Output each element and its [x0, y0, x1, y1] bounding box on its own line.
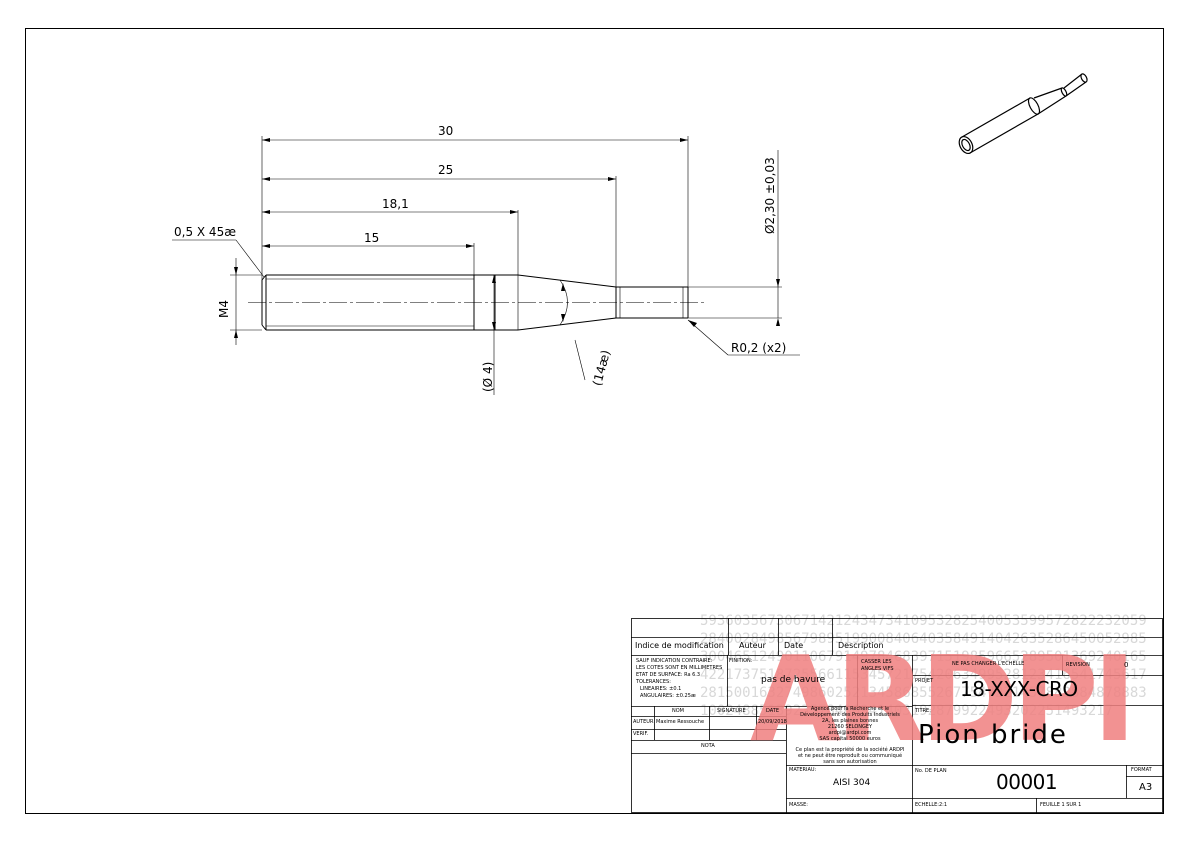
- company-line: SAS capital 50000 euros: [819, 736, 881, 742]
- no-plan-value: 00001: [996, 770, 1058, 794]
- isometric-view: [958, 73, 1088, 155]
- company-line: 2A, les plaines bonnes: [821, 718, 879, 724]
- titre-label: TITRE:: [915, 708, 931, 714]
- company-logo: ARDPI: [750, 630, 1137, 768]
- verif-label: VERIF.: [633, 731, 649, 737]
- table-head-date: DATE: [766, 708, 780, 714]
- rev-auteur-header: Auteur: [739, 641, 766, 650]
- dim-radius: R0,2 (x2): [731, 341, 787, 355]
- casser-angles: CASSER LES ANGLES VIFS: [861, 659, 894, 672]
- dim-25: 25: [438, 163, 454, 177]
- auteur-date: 20/09/2018: [758, 719, 787, 725]
- copyright-line: sans son autorisation: [823, 759, 877, 765]
- auteur-name: Maxime Ressouche: [656, 719, 705, 725]
- format-label: FORMAT: [1131, 767, 1152, 773]
- feuille-label: FEUILLE 1 SUR 1: [1040, 802, 1082, 808]
- nota-label: NOTA: [701, 743, 715, 749]
- company-info: Agence pour la Recherche et le Développe…: [788, 706, 912, 765]
- table-head-nom: NOM: [672, 708, 684, 714]
- dim-18-1: 18,1: [382, 197, 409, 211]
- dim-30: 30: [438, 124, 454, 138]
- finition-value: pas de bavure: [761, 675, 826, 685]
- note-line: SAUF INDICATION CONTRAIRE:: [636, 658, 713, 664]
- no-plan-label: No. DE PLAN: [915, 768, 947, 774]
- note-line: ANGULAIRES: ±0.25æ: [640, 693, 696, 699]
- company-line: Agence pour la Recherche et le: [810, 706, 890, 712]
- dimension-lines: [172, 136, 800, 395]
- revision-value: 0: [1124, 661, 1129, 669]
- format-value: A3: [1139, 782, 1153, 793]
- projet-label: PROJET: [915, 678, 934, 684]
- note-line: LINEAIRES: ±0.1: [640, 686, 682, 692]
- ne-pas-changer-echelle: NE PAS CHANGER L'ECHELLE: [952, 661, 1025, 667]
- materiau-label: MATERIAU:: [789, 767, 817, 773]
- company-line: 21260 SELONGEY: [827, 724, 873, 730]
- company-line: ardpi@ardpi.com: [828, 730, 872, 736]
- note-line: ETAT DE SURFACE: Ra 6.3: [636, 672, 701, 678]
- finition-label: FINITION:: [729, 658, 753, 664]
- table-head-signature: SIGNATURE: [717, 708, 746, 714]
- masse-label: MASSE:: [789, 802, 808, 808]
- materiau-value: AISI 304: [833, 778, 871, 788]
- copyright-line: et ne peut être reproduit ou communiqué: [797, 753, 903, 759]
- sheet-border: [25, 28, 1164, 814]
- revision-label: REVISION: [1066, 662, 1090, 668]
- dimension-arrows: [234, 138, 780, 338]
- rev-description-header: Description: [838, 641, 884, 650]
- copyright-line: Ce plan est la propriété de la société A…: [795, 747, 905, 753]
- watermark-digits: 5936035673067142124347341095328254005359…: [700, 613, 1147, 719]
- auteur-label: AUTEUR: [633, 719, 654, 725]
- projet-value: 18-XXX-CRO: [960, 677, 1078, 701]
- rev-indice-header: Indice de modification: [635, 641, 724, 650]
- titre-value: Pion bride: [918, 720, 1068, 750]
- dim-15: 15: [364, 231, 380, 245]
- rev-date-header: Date: [784, 641, 804, 650]
- note-line: TOLERANCES:: [636, 679, 671, 685]
- dim-chamfer: 0,5 X 45æ: [174, 225, 236, 239]
- company-line: Développement des Produits Industriels: [800, 712, 900, 718]
- echelle-label: ECHELLE:2:1: [915, 802, 948, 808]
- note-line: LES COTES SONT EN MILLIMETRES: [636, 665, 723, 671]
